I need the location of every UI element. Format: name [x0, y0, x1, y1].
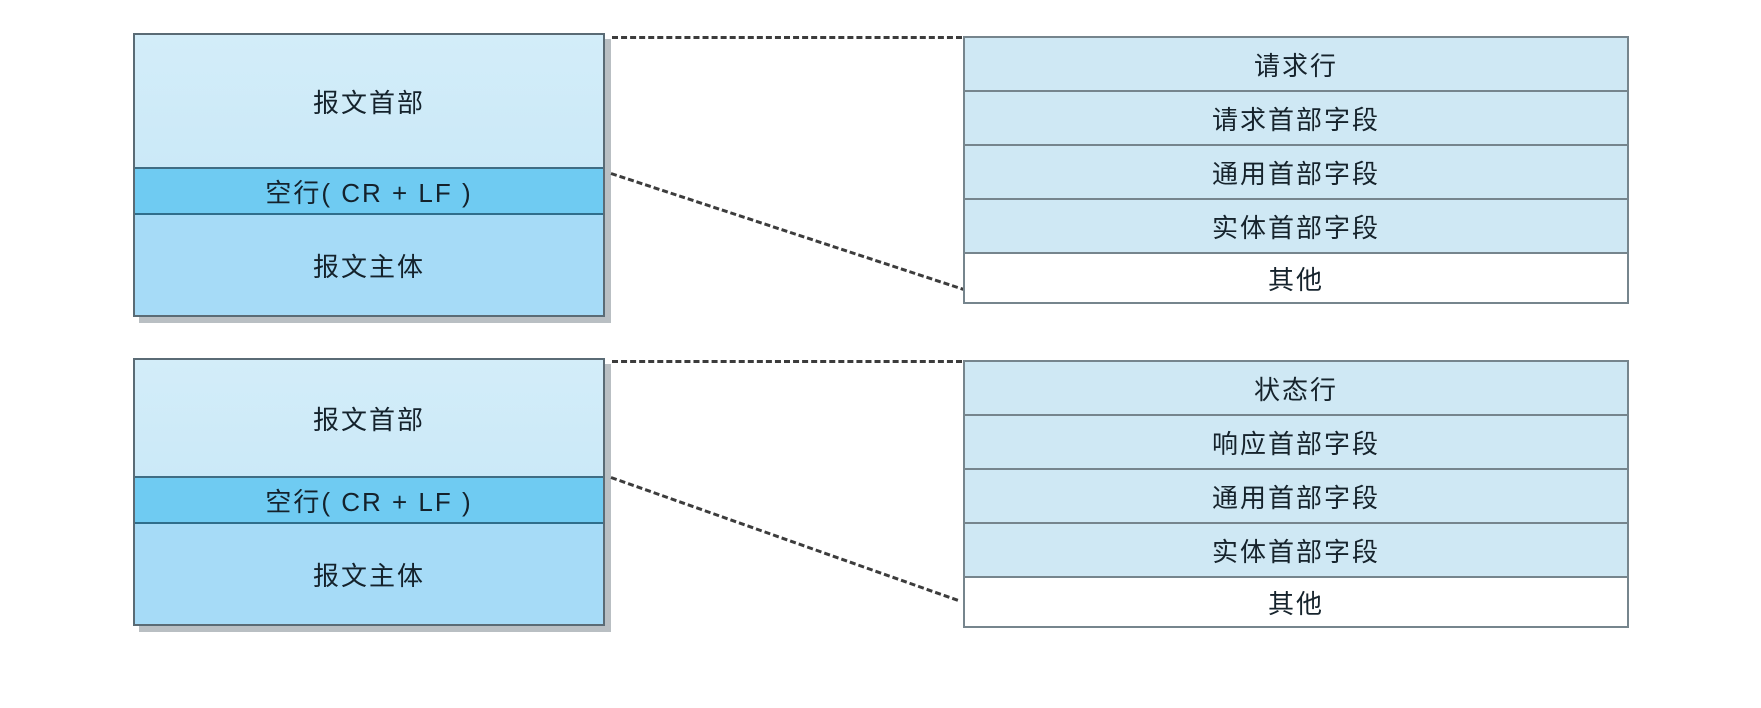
request-connector-top: [612, 36, 962, 39]
request-message-header-label: 报文首部: [312, 87, 425, 118]
response-connector-diagonal: [610, 476, 959, 602]
response-blank-line-row: 空行( CR + LF ): [135, 478, 603, 524]
request-detail-label: 实体首部字段: [1211, 212, 1380, 243]
request-message-header-row: 报文首部: [135, 35, 603, 169]
response-connector-top: [612, 360, 962, 363]
response-blank-line-label: 空行( CR + LF ): [265, 486, 473, 517]
request-message-body-label: 报文主体: [312, 251, 425, 282]
response-detail-label: 状态行: [1253, 374, 1338, 405]
request-connector-diagonal: [610, 172, 967, 292]
request-detail-label: 请求首部字段: [1211, 104, 1380, 135]
response-message-body-label: 报文主体: [312, 560, 425, 591]
request-detail-row: 通用首部字段: [965, 146, 1627, 200]
response-detail-row: 通用首部字段: [965, 470, 1627, 524]
response-detail-label: 其他: [1267, 588, 1324, 619]
response-message-block: 报文首部 空行( CR + LF ) 报文主体: [133, 358, 605, 626]
response-detail-label: 通用首部字段: [1211, 482, 1380, 513]
response-detail-row: 状态行: [965, 362, 1627, 416]
request-detail-table: 请求行 请求首部字段 通用首部字段 实体首部字段 其他: [963, 36, 1629, 304]
response-detail-row: 其他: [965, 578, 1627, 626]
request-detail-row: 请求行: [965, 38, 1627, 92]
response-detail-row: 响应首部字段: [965, 416, 1627, 470]
request-message-block: 报文首部 空行( CR + LF ) 报文主体: [133, 33, 605, 317]
request-detail-row: 实体首部字段: [965, 200, 1627, 254]
request-message-body-row: 报文主体: [135, 215, 603, 315]
request-detail-row: 其他: [965, 254, 1627, 302]
response-detail-label: 响应首部字段: [1211, 428, 1380, 459]
request-detail-label: 其他: [1267, 264, 1324, 295]
response-detail-label: 实体首部字段: [1211, 536, 1380, 567]
request-detail-label: 通用首部字段: [1211, 158, 1380, 189]
request-detail-label: 请求行: [1253, 50, 1338, 81]
request-blank-line-row: 空行( CR + LF ): [135, 169, 603, 215]
request-blank-line-label: 空行( CR + LF ): [265, 177, 473, 208]
response-detail-table: 状态行 响应首部字段 通用首部字段 实体首部字段 其他: [963, 360, 1629, 628]
response-detail-row: 实体首部字段: [965, 524, 1627, 578]
request-detail-row: 请求首部字段: [965, 92, 1627, 146]
response-message-body-row: 报文主体: [135, 524, 603, 624]
response-message-header-row: 报文首部: [135, 360, 603, 478]
response-message-header-label: 报文首部: [312, 404, 425, 435]
